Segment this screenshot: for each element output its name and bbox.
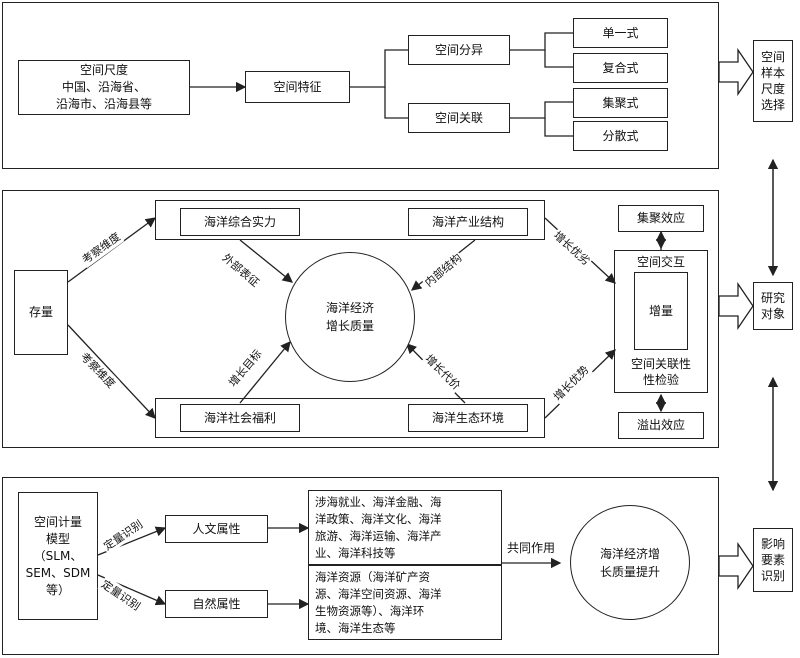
- panel-research-object: [2, 190, 719, 448]
- panel-factor-identification: [2, 477, 719, 655]
- spatial-scale-box: 空间尺度 中国、沿海省、 沿海市、沿海县等: [18, 60, 190, 115]
- panel-spatial-scale: [2, 2, 719, 169]
- humanities-attribute-box: 人文属性: [165, 515, 268, 543]
- increment-box: 增量: [634, 272, 688, 350]
- spatial-interaction-label: 空间交互: [636, 255, 685, 269]
- spatial-econometric-model-box: 空间计量 模型 （SLM、 SEM、SDM 等）: [18, 492, 98, 620]
- spatial-interaction-frame: [614, 250, 708, 393]
- natural-attribute-box: 自然属性: [165, 590, 268, 618]
- agglomeration-type-box: 集聚式: [573, 88, 668, 118]
- industrial-structure-box: 海洋产业结构: [408, 208, 528, 236]
- eco-environment-box: 海洋生态环境: [408, 404, 528, 432]
- humanities-factors-box: 涉海就业、海洋金融、海 洋政策、海洋文化、海洋 旅游、海洋运输、海洋产 业、海洋…: [308, 490, 502, 565]
- spatial-differentiation-box: 空间分异: [408, 35, 510, 65]
- natural-factors-box: 海洋资源（海洋矿产资 源、海洋空间资源、海洋 生物资源等）、海洋环 境、海洋生态…: [308, 565, 502, 640]
- sample-scale-selection-label: 空间 样本 尺度 选择: [753, 40, 793, 122]
- spatial-correlation-box: 空间关联: [408, 103, 510, 133]
- spatial-features-box: 空间特征: [245, 71, 350, 103]
- dispersed-type-box: 分散式: [573, 121, 668, 151]
- quality-improvement-circle: 海洋经济增 长质量提升: [570, 505, 690, 620]
- stock-box: 存量: [14, 270, 68, 355]
- overall-strength-box: 海洋综合实力: [180, 208, 300, 236]
- single-type-box: 单一式: [573, 18, 668, 48]
- composite-type-box: 复合式: [573, 53, 668, 83]
- joint-action-label: 共同作用: [506, 541, 555, 555]
- spillover-effect-box: 溢出效应: [618, 412, 704, 439]
- top-indicator-group: [155, 200, 545, 240]
- factor-identification-label: 影响 要素 识别: [753, 528, 793, 592]
- growth-quality-circle: 海洋经济 增长质量: [285, 252, 415, 382]
- correlation-test-label: 空间关联性 性检验: [630, 357, 691, 387]
- social-welfare-box: 海洋社会福利: [180, 404, 300, 432]
- bottom-indicator-group: [155, 398, 545, 438]
- agglomeration-effect-box: 集聚效应: [618, 205, 704, 232]
- research-object-label: 研究 对象: [753, 282, 793, 330]
